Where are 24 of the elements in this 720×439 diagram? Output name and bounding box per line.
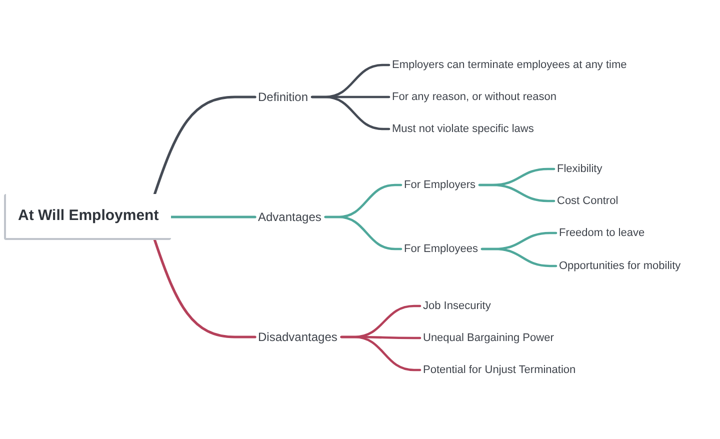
branch-connector	[153, 238, 256, 338]
branch-topic: Disadvantages	[258, 330, 338, 344]
branch-topic: Advantages	[258, 210, 322, 224]
branch-connector	[153, 96, 256, 196]
subtopic-text: For Employees	[404, 242, 478, 256]
branch-connector	[478, 184, 556, 202]
subtopic-text: Flexibility	[557, 162, 602, 176]
subtopic-text: Freedom to leave	[559, 226, 645, 240]
subtopic-text: Potential for Unjust Termination	[423, 363, 576, 377]
branch-topic: Definition	[258, 90, 308, 104]
subtopic-text: For any reason, or without reason	[392, 90, 556, 104]
subtopic-text: Cost Control	[557, 194, 618, 208]
branch-connector	[310, 96, 390, 130]
subtopic-text: Unequal Bargaining Power	[423, 331, 554, 345]
branch-connector	[480, 248, 558, 268]
subtopic-text: Opportunities for mobility	[559, 259, 681, 273]
subtopic-text: Employers can terminate employees at any time	[392, 58, 627, 72]
branch-connector	[169, 216, 256, 218]
branch-connector	[324, 216, 402, 250]
subtopic-text: For Employers	[404, 178, 476, 192]
subtopic-text: Must not violate specific laws	[392, 122, 534, 136]
branch-connector	[340, 336, 422, 372]
subtopic-text: Job Insecurity	[423, 299, 491, 313]
central-topic-card: At Will Employment	[4, 194, 171, 240]
